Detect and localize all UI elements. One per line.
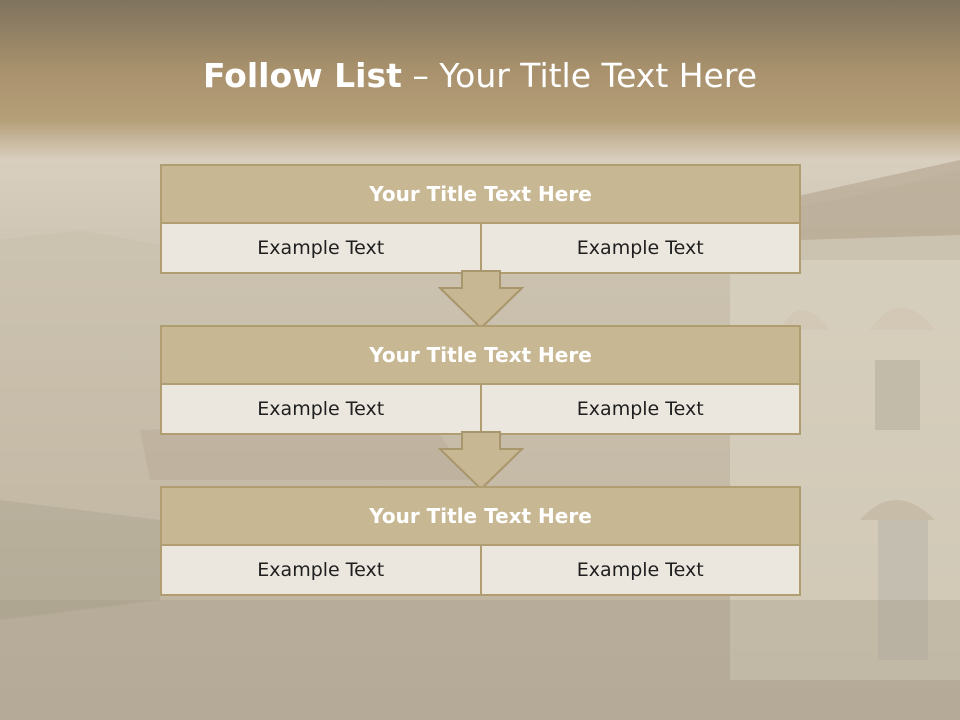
title-bold: Follow List	[202, 56, 402, 95]
title-rest: – Your Title Text Here	[412, 56, 758, 95]
step-row: Example Text Example Text	[162, 224, 799, 272]
step-title: Your Title Text Here	[162, 488, 799, 546]
step-cell-right: Example Text	[479, 546, 800, 594]
step-box-3: Your Title Text Here Example Text Exampl…	[160, 486, 801, 596]
step-cell-right: Example Text	[479, 224, 800, 272]
down-arrow-icon	[438, 270, 524, 330]
step-row: Example Text Example Text	[162, 546, 799, 594]
step-cell-left: Example Text	[257, 398, 385, 420]
slide-title: Follow List – Your Title Text Here	[0, 54, 960, 98]
step-title: Your Title Text Here	[162, 327, 799, 385]
down-arrow-icon	[438, 431, 524, 491]
step-cell-left: Example Text	[257, 237, 385, 259]
step-cell-left: Example Text	[257, 559, 385, 581]
step-row: Example Text Example Text	[162, 385, 799, 433]
step-cell-right: Example Text	[479, 385, 800, 433]
step-box-1: Your Title Text Here Example Text Exampl…	[160, 164, 801, 274]
step-box-2: Your Title Text Here Example Text Exampl…	[160, 325, 801, 435]
step-title: Your Title Text Here	[162, 166, 799, 224]
